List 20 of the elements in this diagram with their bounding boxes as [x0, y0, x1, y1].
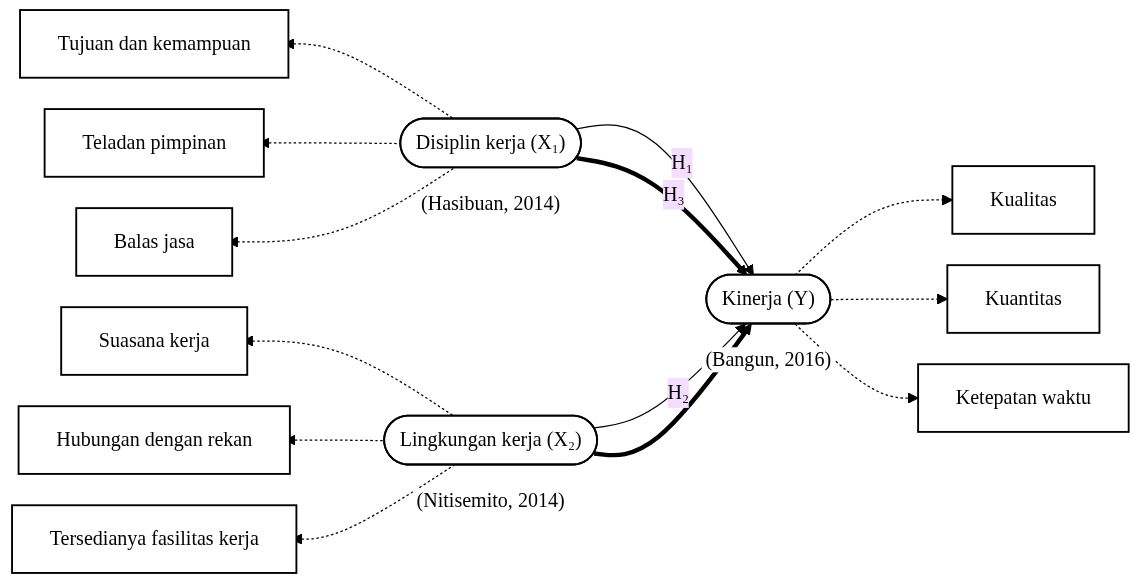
node-box: Ketepatan waktu	[917, 363, 1130, 433]
node-box: Tersedianya fasilitas kerja	[11, 504, 298, 574]
node-box: Kualitas	[951, 165, 1096, 235]
arrow	[794, 323, 919, 404]
node-box: Kuantitas	[946, 264, 1101, 334]
edge-label: H₃	[663, 183, 685, 205]
node-box: Teladan pimpinan	[43, 108, 265, 178]
citation-text: (Nitisemito, 2014)	[416, 489, 565, 512]
citation-text: (Bangun, 2016)	[705, 348, 832, 371]
citation-text: (Hasibuan, 2014)	[421, 192, 561, 214]
node-box: Balas jasa	[75, 207, 234, 277]
edge-label: H₂	[667, 381, 690, 403]
edge-label: H₁	[671, 151, 693, 174]
arrow	[576, 124, 755, 276]
node-box: Suasana kerja	[60, 306, 249, 376]
node-box: Tujuan dan kemampuan	[19, 9, 290, 79]
node-box: Hubungan dengan rekan	[17, 405, 291, 475]
arrow	[576, 156, 748, 276]
arrow	[830, 293, 948, 305]
arrow	[593, 323, 752, 458]
